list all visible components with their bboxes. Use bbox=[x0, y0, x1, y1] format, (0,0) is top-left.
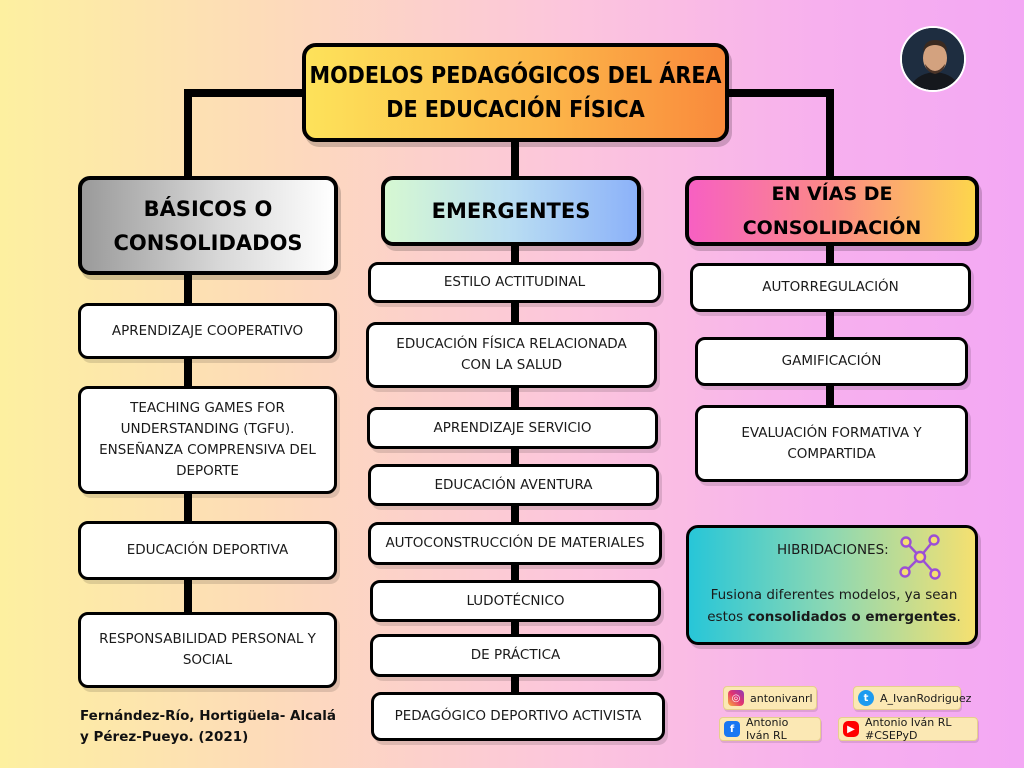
network-nodes-icon bbox=[899, 534, 941, 580]
facebook-name: Antonio Iván RL bbox=[746, 716, 789, 742]
model-autoconstruccion-materiales: AUTOCONSTRUCCIÓN DE MATERIALES bbox=[368, 522, 662, 565]
model-ef-relacionada-salud: EDUCACIÓN FÍSICA RELACIONADA CON LA SALU… bbox=[366, 322, 657, 388]
header-emergentes: EMERGENTES bbox=[381, 176, 641, 246]
twitter-badge[interactable]: t A_IvanRodriguez bbox=[853, 686, 971, 710]
header-en-vias-de-consolidacion: EN VÍAS DE CONSOLIDACIÓN bbox=[685, 176, 979, 246]
model-educacion-aventura: EDUCACIÓN AVENTURA bbox=[368, 464, 659, 506]
instagram-handle: antonivanrl bbox=[750, 691, 813, 705]
hibridaciones-title: HIBRIDACIONES: bbox=[777, 542, 889, 558]
hibridaciones-description: Fusiona diferentes modelos, ya sean esto… bbox=[707, 587, 961, 625]
model-gamificacion: GAMIFICACIÓN bbox=[695, 337, 968, 386]
twitter-handle: A_IvanRodriguez bbox=[880, 691, 972, 705]
instagram-icon: ◎ bbox=[728, 690, 744, 706]
model-educacion-deportiva: EDUCACIÓN DEPORTIVA bbox=[78, 521, 337, 580]
hibridaciones-box: HIBRIDACIONES: Fusiona diferentes modelo… bbox=[686, 525, 978, 645]
model-aprendizaje-servicio: APRENDIZAJE SERVICIO bbox=[367, 407, 658, 449]
youtube-icon: ▶ bbox=[843, 721, 859, 737]
model-evaluacion-formativa-compartida: EVALUACIÓN FORMATIVA Y COMPARTIDA bbox=[695, 405, 968, 482]
model-de-practica: DE PRÁCTICA bbox=[370, 634, 661, 677]
main-title: MODELOS PEDAGÓGICOS DEL ÁREA DE EDUCACIÓ… bbox=[302, 43, 729, 142]
twitter-icon: t bbox=[858, 690, 874, 706]
author-avatar bbox=[900, 26, 966, 92]
model-ludotecnico: LUDOTÉCNICO bbox=[370, 580, 661, 622]
youtube-channel: Antonio Iván RL #CSEPyD bbox=[865, 716, 952, 742]
model-aprendizaje-cooperativo: APRENDIZAJE COOPERATIVO bbox=[78, 303, 337, 359]
youtube-badge[interactable]: ▶ Antonio Iván RL #CSEPyD bbox=[838, 716, 978, 742]
model-pedagogico-deportivo-activista: PEDAGÓGICO DEPORTIVO ACTIVISTA bbox=[371, 692, 665, 741]
model-estilo-actitudinal: ESTILO ACTITUDINAL bbox=[368, 262, 661, 303]
model-tgfu: TEACHING GAMES FOR UNDERSTANDING (TGFU).… bbox=[78, 386, 337, 494]
instagram-badge[interactable]: ◎ antonivanrl bbox=[723, 686, 817, 710]
model-autorregulacion: AUTORREGULACIÓN bbox=[690, 263, 971, 312]
header-basicos-consolidados: BÁSICOS O CONSOLIDADOS bbox=[78, 176, 338, 275]
facebook-badge[interactable]: f Antonio Iván RL bbox=[719, 716, 821, 742]
model-responsabilidad-personal-social: RESPONSABILIDAD PERSONAL Y SOCIAL bbox=[78, 612, 337, 688]
citation: Fernández-Río, Hortigüela- Alcalá y Pére… bbox=[80, 708, 336, 745]
facebook-icon: f bbox=[724, 721, 740, 737]
